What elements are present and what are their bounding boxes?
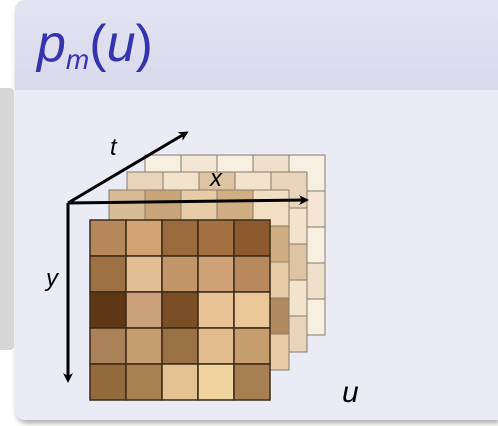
volume-label: u (342, 376, 359, 409)
pixel-cell (125, 327, 163, 365)
pixel-cell (197, 219, 235, 257)
title-open-paren: ( (89, 15, 107, 73)
pixel-cell (233, 219, 271, 257)
pixel-cell (89, 327, 127, 365)
pixel-cell (89, 219, 127, 257)
pixel-cell (233, 327, 271, 365)
pixel-cell (125, 291, 163, 329)
pixel-cell (161, 219, 199, 257)
pixel-cell (125, 363, 163, 401)
pixel-cell (125, 255, 163, 293)
title-subscript: m (65, 44, 90, 75)
layer-front (89, 219, 271, 401)
block-header: pm(u) (15, 0, 498, 90)
t-axis-arrow (67, 131, 189, 205)
title-argument: u (106, 15, 136, 73)
axes: t x y (44, 131, 309, 383)
frame-layers (89, 154, 326, 401)
pixel-cell (161, 363, 199, 401)
block-title: pm(u) (37, 14, 153, 90)
pixel-cell (233, 363, 271, 401)
pixel-cell (89, 255, 127, 293)
pixel-cell (125, 219, 163, 257)
x-axis-label: x (209, 165, 223, 192)
pixel-cell (197, 363, 235, 401)
pixel-cell (233, 255, 271, 293)
title-close-paren: ) (135, 15, 153, 73)
pixel-cell (161, 255, 199, 293)
x-axis-arrow (67, 195, 309, 206)
pixel-cell (233, 291, 271, 329)
pixel-cell (161, 327, 199, 365)
t-axis-label: t (110, 134, 118, 161)
y-axis-label: y (44, 265, 60, 292)
pixel-cell (197, 291, 235, 329)
pixel-cell (197, 327, 235, 365)
pixel-cell (197, 255, 235, 293)
pixel-cell (89, 363, 127, 401)
side-panel-tab (0, 88, 14, 350)
pixel-cell (89, 291, 127, 329)
title-base: p (37, 15, 66, 73)
pixel-cell (161, 291, 199, 329)
